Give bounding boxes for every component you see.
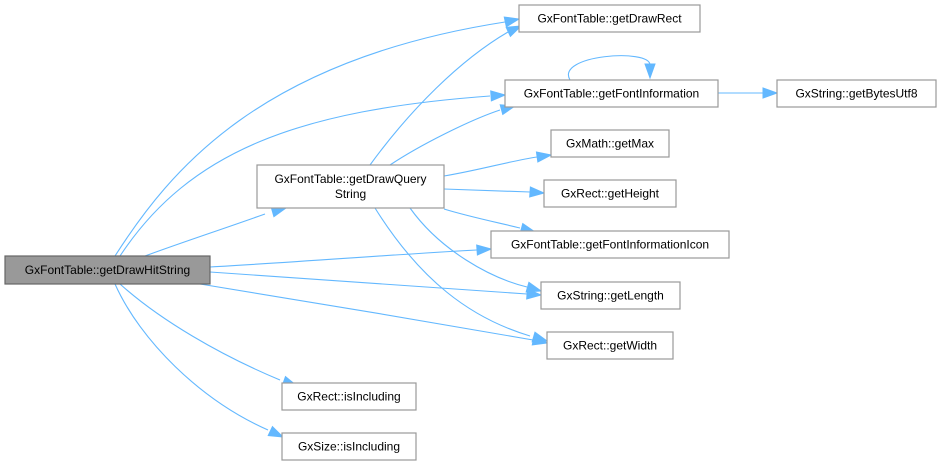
edge-line xyxy=(369,31,509,166)
edge-line xyxy=(443,188,531,193)
node-box xyxy=(543,179,677,208)
arrowhead-icon xyxy=(529,186,546,198)
node-label: GxMath::getMax xyxy=(566,137,654,151)
arrowhead-icon xyxy=(535,151,553,163)
function-node[interactable]: GxRect::getHeight xyxy=(543,179,677,208)
node-label: GxString::getLength xyxy=(557,289,664,303)
node-box xyxy=(518,4,701,33)
node-label: GxFontTable::getDrawRect xyxy=(537,12,682,26)
node-box xyxy=(281,432,417,461)
call-edge xyxy=(443,151,553,177)
function-node[interactable]: GxFontTable::getDrawRect xyxy=(518,4,701,33)
function-node[interactable]: GxSize::isIncluding xyxy=(281,432,417,461)
root-function-node[interactable]: GxFontTable::getDrawHitString xyxy=(4,255,211,285)
call-edge xyxy=(209,244,493,268)
call-edge xyxy=(119,90,507,257)
node-label: String xyxy=(335,187,366,201)
function-node[interactable]: GxFontTable::getFontInformationIcon xyxy=(490,230,730,259)
function-node[interactable]: GxRect::isIncluding xyxy=(281,382,417,411)
node-label: GxRect::getWidth xyxy=(563,339,657,353)
edge-line xyxy=(144,213,266,257)
function-node[interactable]: GxMath::getMax xyxy=(550,129,670,158)
call-edge xyxy=(144,206,288,257)
call-edge xyxy=(389,104,517,166)
arrowhead-icon xyxy=(525,281,543,293)
function-node[interactable]: GxString::getBytesUtf8 xyxy=(776,79,937,108)
edge-line xyxy=(119,95,491,257)
node-label: GxFontTable::getDrawHitString xyxy=(25,263,190,277)
node-box xyxy=(281,382,417,411)
arrowhead-icon xyxy=(644,63,656,80)
function-node[interactable]: GxRect::getWidth xyxy=(546,331,674,360)
node-box xyxy=(490,230,730,259)
node-label: GxRect::isIncluding xyxy=(297,390,400,404)
edge-line xyxy=(389,109,501,166)
edge-line xyxy=(409,207,528,288)
call-edge xyxy=(409,207,543,293)
arrowhead-icon xyxy=(762,87,779,99)
call-edge xyxy=(199,283,549,346)
node-box xyxy=(776,79,937,108)
arrowhead-icon xyxy=(505,25,523,38)
edge-line xyxy=(114,21,506,257)
node-box xyxy=(550,129,670,158)
nodes: GxFontTable::getDrawHitString GxFontTable… xyxy=(4,4,937,461)
node-box xyxy=(504,79,719,108)
edge-line xyxy=(209,249,478,268)
edge-line xyxy=(119,283,281,381)
call-edge xyxy=(443,208,537,234)
call-edge xyxy=(443,186,546,198)
node-box xyxy=(4,255,211,285)
edge-line xyxy=(443,208,521,229)
function-node[interactable]: GxFontTable::getFontInformation xyxy=(504,79,719,108)
node-label: GxFontTable::getFontInformation xyxy=(524,87,699,101)
node-box xyxy=(256,164,445,209)
call-edge xyxy=(718,87,779,99)
arrowhead-icon xyxy=(267,425,285,438)
call-edge xyxy=(374,207,549,343)
edge-line xyxy=(114,283,269,431)
node-label: GxRect::getHeight xyxy=(561,187,660,201)
edge-line xyxy=(374,207,531,337)
call-edge xyxy=(114,16,521,257)
node-label: GxString::getBytesUtf8 xyxy=(795,87,917,101)
call-edge xyxy=(567,55,656,81)
edge-line xyxy=(199,283,534,341)
edge-line xyxy=(209,271,528,295)
node-label: GxSize::isIncluding xyxy=(298,440,400,454)
call-edge xyxy=(209,271,543,300)
edge-line xyxy=(443,156,538,177)
arrowhead-icon xyxy=(503,16,521,28)
edge-line xyxy=(567,55,651,81)
call-edge xyxy=(369,25,523,166)
call-edge xyxy=(114,283,285,438)
node-label: GxFontTable::getFontInformationIcon xyxy=(511,238,709,252)
arrowhead-icon xyxy=(490,90,507,102)
node-box xyxy=(540,281,681,310)
arrowhead-icon xyxy=(476,244,493,256)
arrowhead-icon xyxy=(531,331,549,343)
edges xyxy=(114,16,779,438)
node-label: GxFontTable::getDrawQuery xyxy=(274,172,426,186)
node-box xyxy=(546,331,674,360)
function-node[interactable]: GxString::getLength xyxy=(540,281,681,310)
